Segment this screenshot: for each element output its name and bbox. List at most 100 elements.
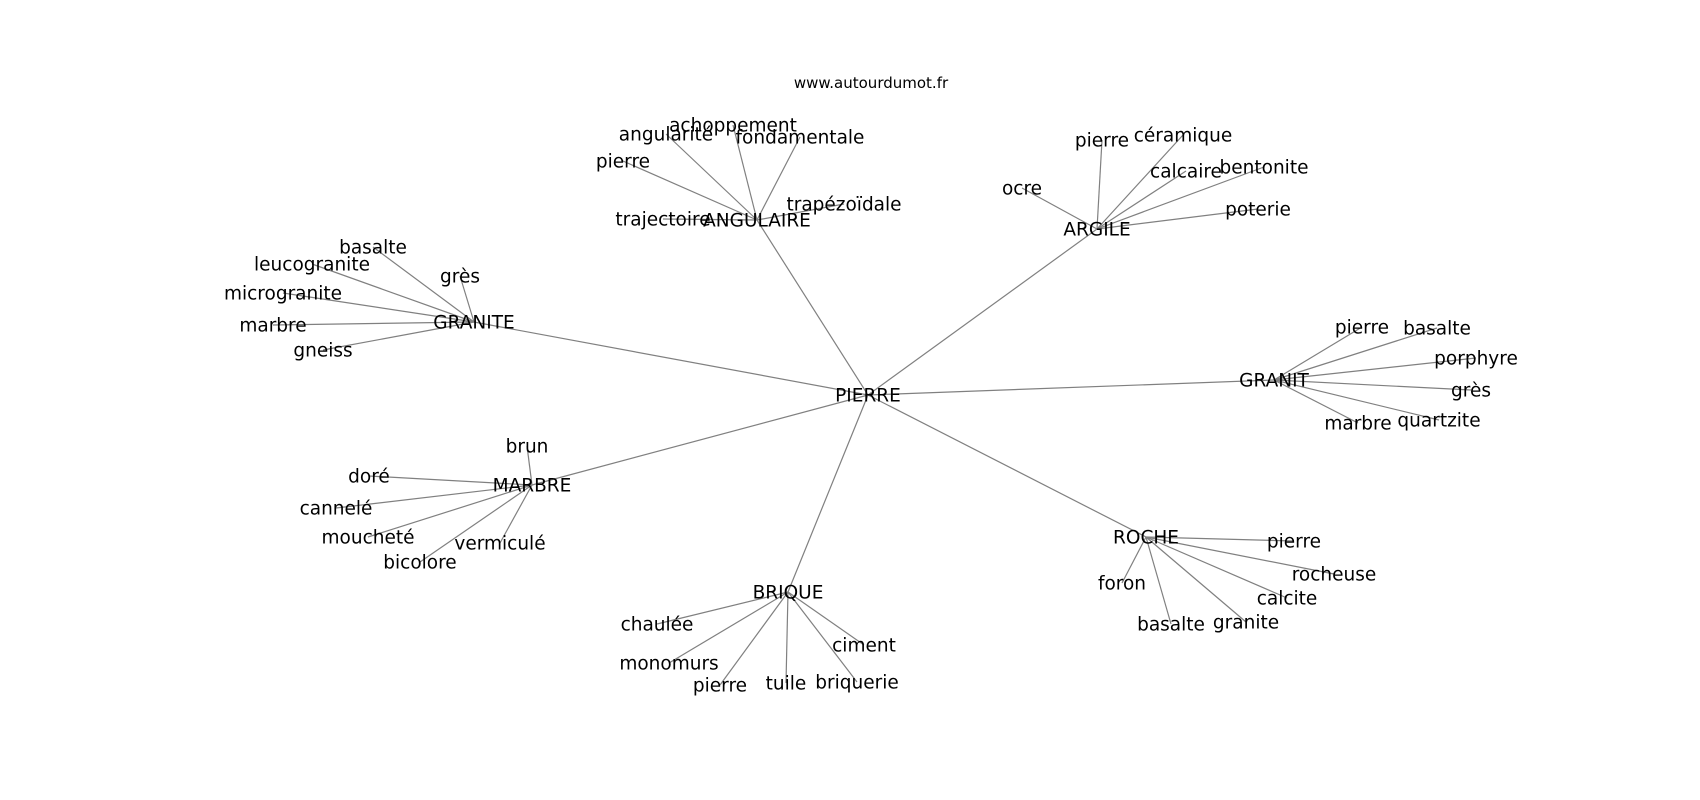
hub-word: GRANIT [1239, 371, 1309, 392]
leaf-word: foron [1098, 574, 1146, 595]
edge-hub-to-leaf [322, 321, 475, 351]
edge-hub-to-leaf [1021, 187, 1098, 230]
edge-hub-to-leaf [668, 591, 789, 664]
leaf-word: brun [506, 437, 549, 458]
edge-hub-to-leaf [1121, 536, 1147, 584]
edge-hub-to-leaf [1273, 357, 1477, 381]
edge-hub-to-leaf [1273, 379, 1472, 391]
hub-word: GRANITE [433, 313, 514, 334]
leaf-word: bentonite [1220, 158, 1309, 179]
edge-hub-to-leaf [622, 160, 758, 221]
hub-word: ROCHE [1113, 528, 1179, 549]
site-credit: www.autourdumot.fr [794, 74, 949, 92]
edge-hub-to-leaf [1145, 536, 1335, 575]
leaf-word: leucogranite [254, 255, 370, 276]
leaf-word: quartzite [1397, 411, 1480, 432]
edge-hub-to-leaf [662, 218, 758, 221]
edge-hub-to-leaf [656, 591, 789, 625]
root-word: PIERRE [835, 386, 901, 407]
leaf-word: fondamentale [736, 128, 865, 149]
leaf-word: basalte [1137, 615, 1205, 636]
edge-hub-to-leaf [756, 203, 845, 221]
edge-hub-to-leaf [1145, 536, 1288, 599]
edge-hub-to-leaf [372, 246, 475, 323]
leaf-word: pierre [693, 676, 747, 697]
leaf-word: moucheté [322, 528, 415, 549]
leaf-word: basalte [339, 238, 407, 259]
edge-root-to-hub [867, 394, 1147, 538]
edge-hub-to-leaf [787, 591, 865, 646]
hub-word: BRIQUE [753, 583, 824, 604]
leaf-word: ocre [1002, 179, 1042, 200]
leaf-word: pierre [1335, 318, 1389, 339]
leaf-word: gneiss [293, 341, 352, 362]
edge-root-to-hub [867, 379, 1275, 396]
edge-hub-to-leaf [419, 484, 533, 563]
edge-hub-to-leaf [1145, 536, 1247, 623]
edge-hub-to-leaf [719, 591, 789, 686]
edge-hub-to-leaf [1096, 139, 1103, 230]
leaf-word: marbre [239, 316, 306, 337]
hub-word: MARBRE [493, 476, 572, 497]
edge-hub-to-leaf [1145, 536, 1295, 542]
leaf-word: vermiculé [454, 534, 545, 555]
edge-hub-to-leaf [368, 475, 533, 486]
edge-hub-to-leaf [785, 591, 789, 684]
leaf-word: bicolore [383, 553, 456, 574]
edge-hub-to-leaf [1096, 134, 1184, 230]
edge-root-to-hub [787, 394, 869, 593]
leaf-word: ciment [832, 636, 896, 657]
edge-hub-to-leaf [367, 484, 533, 538]
leaf-word: achoppement [669, 116, 797, 137]
edge-hub-to-leaf [1273, 327, 1438, 381]
leaf-word: angularité [619, 125, 713, 146]
hub-word: ARGILE [1063, 220, 1130, 241]
leaf-word: porphyre [1434, 349, 1518, 370]
leaf-word: pierre [1267, 532, 1321, 553]
leaf-word: poterie [1225, 200, 1291, 221]
leaf-word: cannelé [300, 499, 373, 520]
leaf-word: microgranite [224, 284, 342, 305]
leaf-word: trajectoire [615, 210, 710, 231]
leaf-word: céramique [1134, 126, 1233, 147]
edge-root-to-hub [531, 394, 869, 486]
edge-hub-to-leaf [732, 124, 758, 221]
leaf-word: marbre [1324, 414, 1391, 435]
edge-hub-to-leaf [1273, 326, 1363, 381]
edge-hub-to-leaf [335, 484, 533, 509]
leaf-word: rocheuse [1292, 565, 1377, 586]
edge-hub-to-leaf [1096, 170, 1187, 230]
leaf-word: grès [1451, 381, 1491, 402]
edge-hub-to-leaf [1145, 536, 1172, 625]
edge-hub-to-leaf [787, 591, 858, 683]
leaf-word: briquerie [815, 673, 898, 694]
edge-hub-to-leaf [459, 275, 475, 323]
leaf-word: basalte [1403, 319, 1471, 340]
leaf-word: calcaire [1150, 162, 1222, 183]
leaf-word: tuile [766, 674, 807, 695]
edge-root-to-hub [473, 321, 869, 396]
leaf-word: grès [440, 267, 480, 288]
leaf-word: trapézoïdale [786, 195, 901, 216]
edge-hub-to-leaf [272, 321, 475, 326]
edge-hub-to-leaf [665, 133, 758, 221]
leaf-word: pierre [1075, 131, 1129, 152]
leaf-word: pierre [596, 152, 650, 173]
leaf-word: monomurs [619, 654, 718, 675]
edge-root-to-hub [756, 219, 869, 396]
edge-hub-to-leaf [1096, 208, 1259, 230]
edge-root-to-hub [867, 228, 1098, 396]
edge-hub-to-leaf [499, 484, 533, 544]
leaf-word: granite [1213, 613, 1279, 634]
hub-word: ANGULAIRE [703, 211, 811, 232]
leaf-word: calcite [1257, 589, 1318, 610]
edge-hub-to-leaf [1273, 379, 1359, 424]
edge-hub-to-leaf [756, 136, 801, 221]
edge-hub-to-leaf [526, 445, 533, 486]
leaf-word: chaulée [621, 615, 694, 636]
edges-layer [272, 124, 1477, 686]
edge-hub-to-leaf [282, 292, 475, 323]
edge-hub-to-leaf [311, 263, 475, 323]
